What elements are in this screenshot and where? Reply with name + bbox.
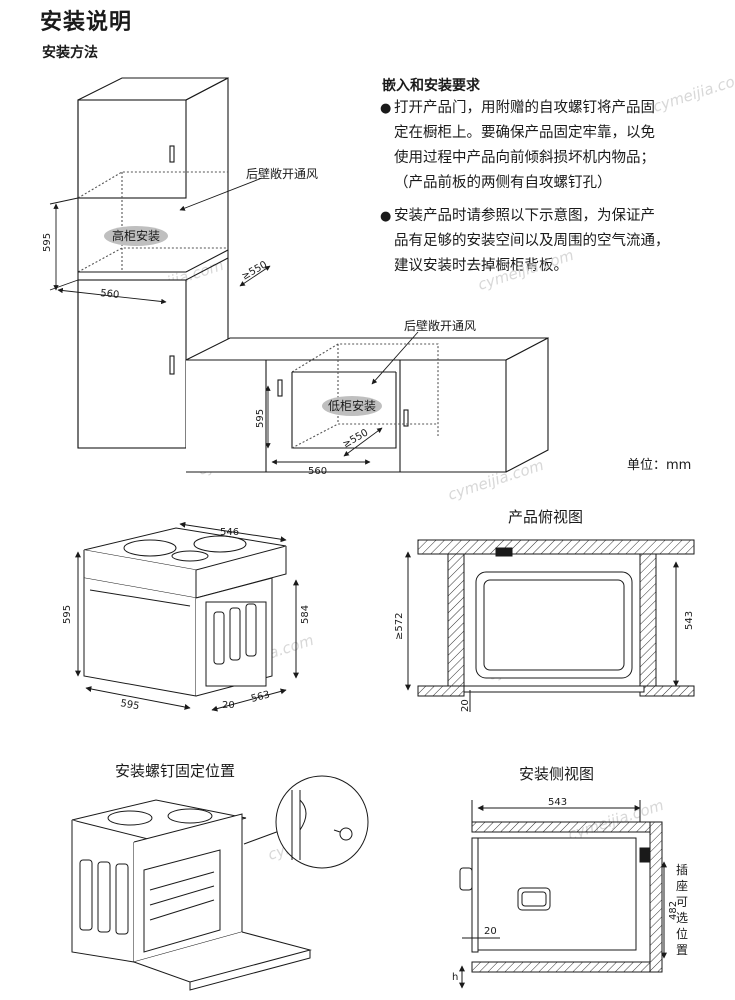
dim-563: 563	[250, 689, 271, 705]
unit-label: 单位：mm	[627, 458, 692, 473]
oven-dimension-drawing	[75, 521, 299, 712]
screw-view-drawing	[71, 775, 369, 991]
bullet-1-line-1: 打开产品门，用附赠的自攻螺钉将产品固	[394, 100, 655, 116]
bullet-1-line-2: 定在橱柜上。要确保产品固定牢靠，以免	[394, 125, 655, 141]
dim-550-high: ≥550	[240, 259, 269, 282]
dim-595-high: 595	[42, 233, 53, 252]
caption-screw-position: 安装螺钉固定位置	[115, 762, 236, 780]
socket-label: 插 座 可 选 位 置	[676, 863, 688, 957]
high-cabinet-label: 高柜安装	[112, 228, 160, 243]
requirement-bullet-2: ●安装产品时请参照以下示意图，为保证产 品有足够的安装空间以及周围的空气流通， …	[380, 204, 670, 279]
dim-595-width: 595	[119, 698, 140, 712]
socket-label-char: 可	[676, 895, 688, 909]
dim-572: ≥572	[394, 613, 405, 640]
top-view-drawing	[405, 539, 695, 712]
dim-560-low: 560	[308, 466, 327, 477]
low-cabinet-badge	[322, 396, 382, 416]
side-view-drawing	[459, 800, 667, 989]
bullet-1-line-4: （产品前板的两侧有自攻螺钉孔）	[394, 175, 612, 191]
watermark: cymeijia.com	[651, 68, 735, 116]
dim-560-high: 560	[100, 288, 120, 301]
socket-label-char: 选	[676, 911, 688, 925]
dim-595-height: 595	[62, 605, 73, 624]
vent-label-low: 后壁敞开通风	[404, 318, 476, 333]
socket-label-char: 座	[676, 878, 688, 893]
watermark: cymeijia.com	[476, 246, 576, 294]
bullet-2-line-2: 品有足够的安装空间以及周围的空气流通，	[394, 233, 670, 249]
requirement-bullet-1: ●打开产品门，用附赠的自攻螺钉将产品固 定在橱柜上。要确保产品固定牢靠，以免 使…	[380, 96, 655, 196]
caption-side-view: 安装侧视图	[519, 765, 595, 783]
dim-20-top: 20	[460, 699, 471, 712]
bullet-2-line-1: 安装产品时请参照以下示意图，为保证产	[394, 208, 655, 224]
socket-label-char: 位	[676, 926, 688, 941]
socket-label-char: 置	[676, 943, 688, 957]
cabinet-dimensions	[49, 177, 419, 465]
bullet-1-line-3: 使用过程中产品向前倾斜损坏机内物品；	[394, 150, 655, 166]
bullet-dot-icon: ●	[380, 209, 392, 224]
bullet-2-line-3: 建议安装时去掉橱柜背板。	[394, 258, 568, 274]
dim-482: 482	[668, 901, 679, 920]
dim-20: 20	[222, 700, 235, 711]
page-title: 安装说明	[40, 10, 133, 35]
section-title-installation-method: 安装方法	[42, 45, 98, 61]
dim-543-top: 543	[684, 611, 695, 630]
cabinet-diagram	[77, 77, 549, 473]
dim-584: 584	[300, 605, 311, 624]
vent-label-high: 后壁敞开通风	[246, 166, 318, 181]
dim-h: h	[452, 972, 458, 983]
low-cabinet-label: 低柜安装	[328, 398, 376, 413]
dim-543-side: 543	[548, 797, 567, 808]
dim-546: 546	[220, 527, 239, 538]
requirements-heading: 嵌入和安装要求	[382, 78, 480, 94]
dim-595-low: 595	[255, 409, 266, 428]
dim-20-side: 20	[484, 926, 497, 937]
bullet-dot-icon: ●	[380, 101, 392, 116]
socket-label-char: 插	[676, 863, 688, 877]
high-cabinet-badge	[104, 226, 168, 246]
caption-top-view: 产品俯视图	[508, 508, 584, 526]
